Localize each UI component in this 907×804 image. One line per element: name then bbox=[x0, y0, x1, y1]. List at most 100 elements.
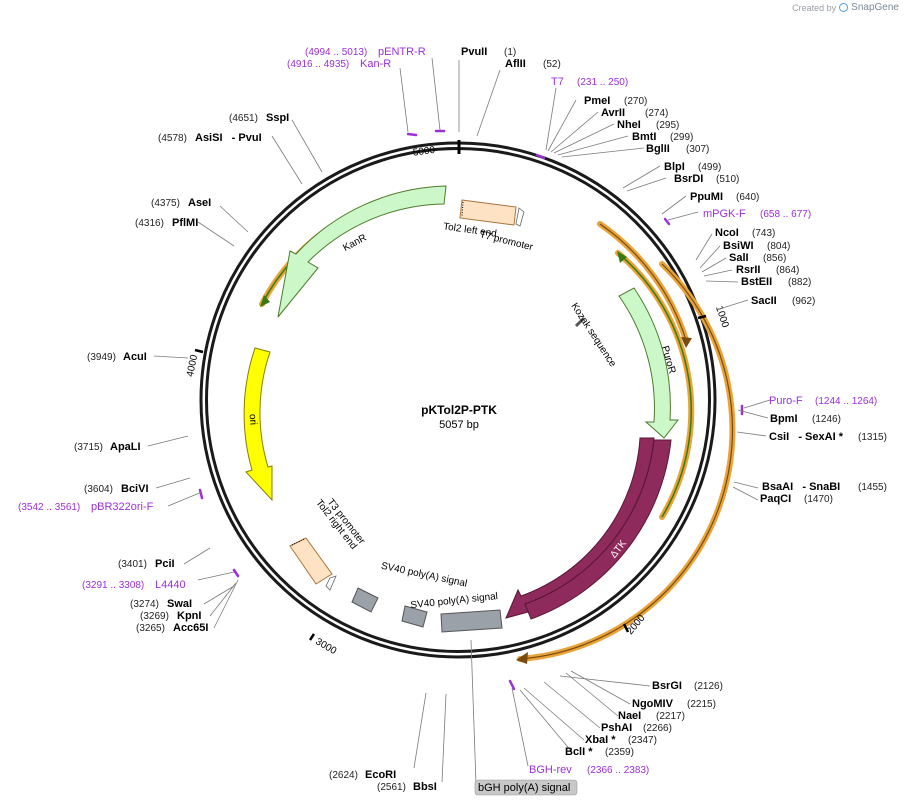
plasmid-name: pKTol2P-PTK bbox=[421, 403, 497, 417]
enzyme-ecori[interactable]: EcoRI bbox=[365, 769, 396, 781]
tick-2000: 2000 bbox=[625, 613, 648, 637]
enzyme-nhei-pos: (295) bbox=[656, 120, 679, 131]
enzyme-aflii-pos: (52) bbox=[543, 59, 561, 70]
enzyme-ppumi[interactable]: PpuMI bbox=[690, 191, 723, 203]
primer-t7[interactable]: T7 bbox=[551, 76, 564, 88]
leader-lines bbox=[147, 57, 771, 785]
enzyme-rsrii-pos: (864) bbox=[776, 265, 799, 276]
enzyme-asisi-pvui-pos: (4578) bbox=[158, 133, 187, 144]
enzyme-paqci[interactable]: PaqCI bbox=[760, 493, 791, 505]
kanr-orf-arrow-icon bbox=[260, 295, 270, 307]
feature-sv40-polya-2[interactable] bbox=[401, 605, 428, 628]
enzyme-sspi-pos: (4651) bbox=[229, 113, 258, 124]
tick-4000: 4000 bbox=[185, 353, 200, 377]
feature-tol2-right-end[interactable] bbox=[289, 537, 337, 591]
enzyme-sali[interactable]: SalI bbox=[729, 252, 749, 264]
enzyme-bsaai-snabi[interactable]: BsaAI - SnaBI bbox=[762, 481, 840, 493]
feature-kanr-label: KanR bbox=[341, 232, 368, 253]
enzyme-naei[interactable]: NaeI bbox=[618, 710, 641, 722]
enzyme-bpmi[interactable]: BpmI bbox=[770, 413, 798, 425]
enzyme-ncoi-pos: (743) bbox=[752, 228, 775, 239]
enzyme-acui[interactable]: AcuI bbox=[123, 351, 147, 363]
enzyme-sspi[interactable]: SspI bbox=[266, 112, 289, 124]
enzyme-pvuii[interactable]: PvuII bbox=[461, 46, 487, 58]
snapgene-brand: Created by SnapGene bbox=[792, 2, 899, 13]
enzyme-bsiwi[interactable]: BsiWI bbox=[723, 240, 754, 252]
orf-arc-outer-arrow-icon bbox=[516, 652, 528, 664]
enzyme-blpi[interactable]: BlpI bbox=[664, 161, 685, 173]
primer-puro-f-pos: (1244 .. 1264) bbox=[815, 396, 877, 407]
enzyme-asisi-pvui[interactable]: AsiSI - PvuI bbox=[195, 132, 262, 144]
plasmid-length: 5057 bp bbox=[439, 419, 479, 431]
enzyme-swai[interactable]: SwaI bbox=[167, 598, 192, 610]
primer-marks bbox=[198, 129, 744, 691]
enzyme-bsrgi[interactable]: BsrGI bbox=[652, 680, 682, 692]
enzyme-nhei[interactable]: NheI bbox=[617, 119, 641, 131]
enzyme-sacii-pos: (962) bbox=[792, 296, 815, 307]
enzyme-acc65i-pos: (3265) bbox=[136, 623, 165, 634]
feature-kanr[interactable] bbox=[277, 185, 447, 318]
primer-pentr-r[interactable]: pENTR-R bbox=[378, 46, 426, 58]
enzyme-bglii[interactable]: BglII bbox=[646, 143, 670, 155]
enzyme-pflmi[interactable]: PflMI bbox=[172, 217, 198, 229]
enzyme-pshai[interactable]: PshAI bbox=[601, 722, 632, 734]
enzyme-bsrdi[interactable]: BsrDI bbox=[674, 173, 703, 185]
enzyme-bsrdi-pos: (510) bbox=[716, 174, 739, 185]
enzyme-csii-sexai[interactable]: CsiI - SexAI * bbox=[769, 431, 844, 443]
feature-sv40-polya-1[interactable] bbox=[351, 587, 379, 613]
feature-tol2-left-end[interactable] bbox=[459, 199, 525, 227]
snapgene-name: SnapGene bbox=[851, 2, 899, 13]
enzyme-asei[interactable]: AseI bbox=[188, 197, 211, 209]
bgh-polya-label: bGH poly(A) signal bbox=[478, 782, 570, 794]
enzyme-pcii-pos: (3401) bbox=[118, 559, 147, 570]
orf-arcs bbox=[259, 189, 736, 664]
enzyme-bsiwi-pos: (804) bbox=[767, 241, 790, 252]
primer-l4440-pos: (3291 .. 3308) bbox=[82, 580, 144, 591]
enzyme-pmei[interactable]: PmeI bbox=[584, 95, 610, 107]
enzyme-aflii[interactable]: AflII bbox=[505, 58, 526, 70]
feature-kozak-icon[interactable] bbox=[574, 316, 586, 328]
primer-mpgk-f[interactable]: mPGK-F bbox=[703, 208, 746, 220]
enzyme-xbai-pos: (2347) bbox=[628, 735, 657, 746]
primer-bgh-rev[interactable]: BGH-rev bbox=[529, 764, 572, 776]
enzyme-ngomiv[interactable]: NgoMIV bbox=[632, 698, 674, 710]
enzyme-xbai[interactable]: XbaI * bbox=[585, 734, 616, 746]
enzyme-bbsi[interactable]: BbsI bbox=[413, 781, 437, 793]
enzyme-bcivi[interactable]: BciVI bbox=[121, 483, 149, 495]
enzyme-acc65i[interactable]: Acc65I bbox=[173, 622, 208, 634]
primer-kan-r[interactable]: Kan-R bbox=[360, 58, 391, 70]
enzyme-rsrii[interactable]: RsrII bbox=[736, 264, 760, 276]
tick-3000: 3000 bbox=[313, 636, 338, 657]
enzyme-kpni[interactable]: KpnI bbox=[177, 610, 201, 622]
created-by-text: Created by bbox=[792, 2, 837, 13]
enzyme-bsrgi-pos: (2126) bbox=[694, 681, 723, 692]
enzyme-ncoi[interactable]: NcoI bbox=[715, 227, 739, 239]
primer-puro-f[interactable]: Puro-F bbox=[769, 395, 803, 407]
bgh-polya-label-box[interactable]: bGH poly(A) signal bbox=[474, 779, 578, 796]
enzyme-sali-pos: (856) bbox=[763, 253, 786, 264]
enzyme-asei-pos: (4375) bbox=[151, 198, 180, 209]
primer-pbr322ori-f[interactable]: pBR322ori-F bbox=[91, 501, 154, 513]
enzyme-bglii-pos: (307) bbox=[686, 144, 709, 155]
feature-puror[interactable] bbox=[618, 287, 680, 439]
feature-ori[interactable] bbox=[243, 347, 273, 502]
enzyme-bsteii[interactable]: BstEII bbox=[741, 276, 772, 288]
primer-l4440[interactable]: L4440 bbox=[155, 579, 186, 591]
enzyme-avrii[interactable]: AvrII bbox=[601, 107, 625, 119]
enzyme-csii-sexai-pos: (1315) bbox=[858, 432, 887, 443]
enzyme-bpmi-pos: (1246) bbox=[812, 414, 841, 425]
enzyme-pcii[interactable]: PciI bbox=[155, 558, 175, 570]
enzyme-sacii[interactable]: SacII bbox=[751, 295, 777, 307]
primer-t7-pos: (231 .. 250) bbox=[577, 77, 628, 88]
enzyme-apali[interactable]: ApaLI bbox=[110, 441, 141, 453]
tick-5000: 5000 bbox=[412, 145, 436, 159]
enzyme-pshai-pos: (2266) bbox=[643, 723, 672, 734]
primer-pbr322ori-f-pos: (3542 .. 3561) bbox=[18, 502, 80, 513]
enzyme-bsteii-pos: (882) bbox=[788, 277, 811, 288]
feature-bgh-polya[interactable] bbox=[440, 609, 503, 633]
enzyme-bmti[interactable]: BmtI bbox=[632, 131, 656, 143]
enzyme-avrii-pos: (274) bbox=[645, 108, 668, 119]
enzyme-bcli[interactable]: BclI * bbox=[565, 746, 593, 758]
